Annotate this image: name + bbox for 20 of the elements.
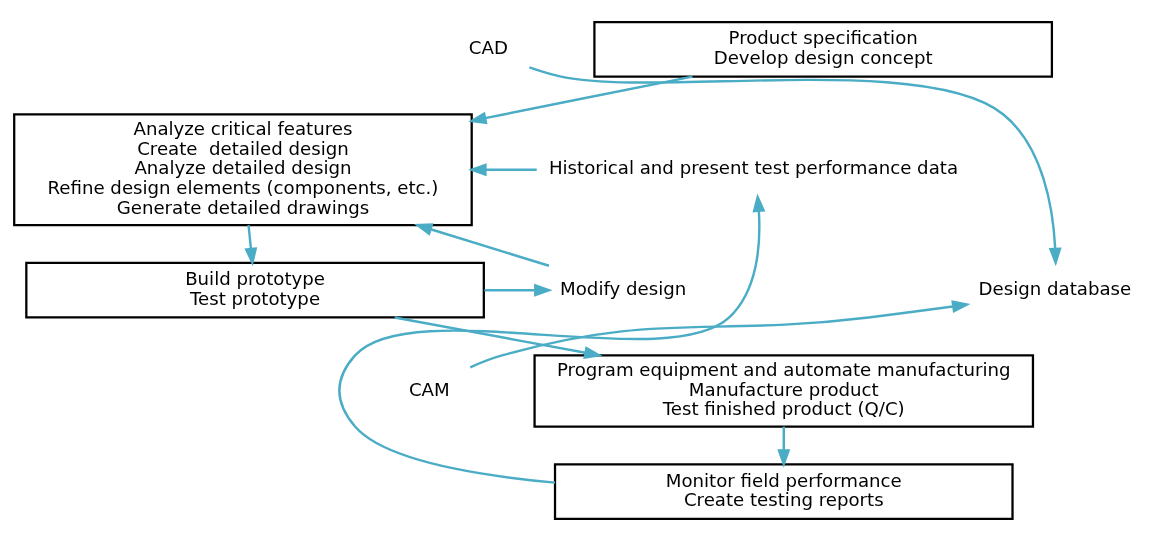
arrow bbox=[484, 283, 553, 297]
node-box: Program equipment and automate manufacturing Manufacture product Test finished product (Q/C) bbox=[533, 353, 1035, 428]
node-box: Product specification Develop design concept bbox=[593, 20, 1054, 78]
node-text: CAD bbox=[468, 36, 508, 58]
node-text: Modify design bbox=[560, 277, 687, 299]
arrow bbox=[529, 65, 1062, 266]
arrow bbox=[468, 74, 693, 124]
node-text: Design database bbox=[978, 277, 1132, 299]
arrow bbox=[338, 193, 766, 484]
arrow bbox=[469, 299, 971, 368]
node-text: Historical and present test performance data bbox=[548, 156, 959, 178]
node-text: CAM bbox=[408, 378, 450, 400]
arrow bbox=[244, 224, 258, 266]
arrow bbox=[777, 426, 791, 468]
arrow bbox=[414, 222, 550, 267]
arrow bbox=[394, 315, 603, 359]
node-box: Monitor field performance Create testing reports bbox=[553, 462, 1014, 520]
node-box: Analyze critical features Create detailed design Analyze detailed design Refine design elements (components, etc.) Generate detailed drawings bbox=[13, 112, 473, 226]
node-box: Build prototype Test prototype bbox=[25, 261, 485, 319]
arrow bbox=[468, 162, 537, 176]
